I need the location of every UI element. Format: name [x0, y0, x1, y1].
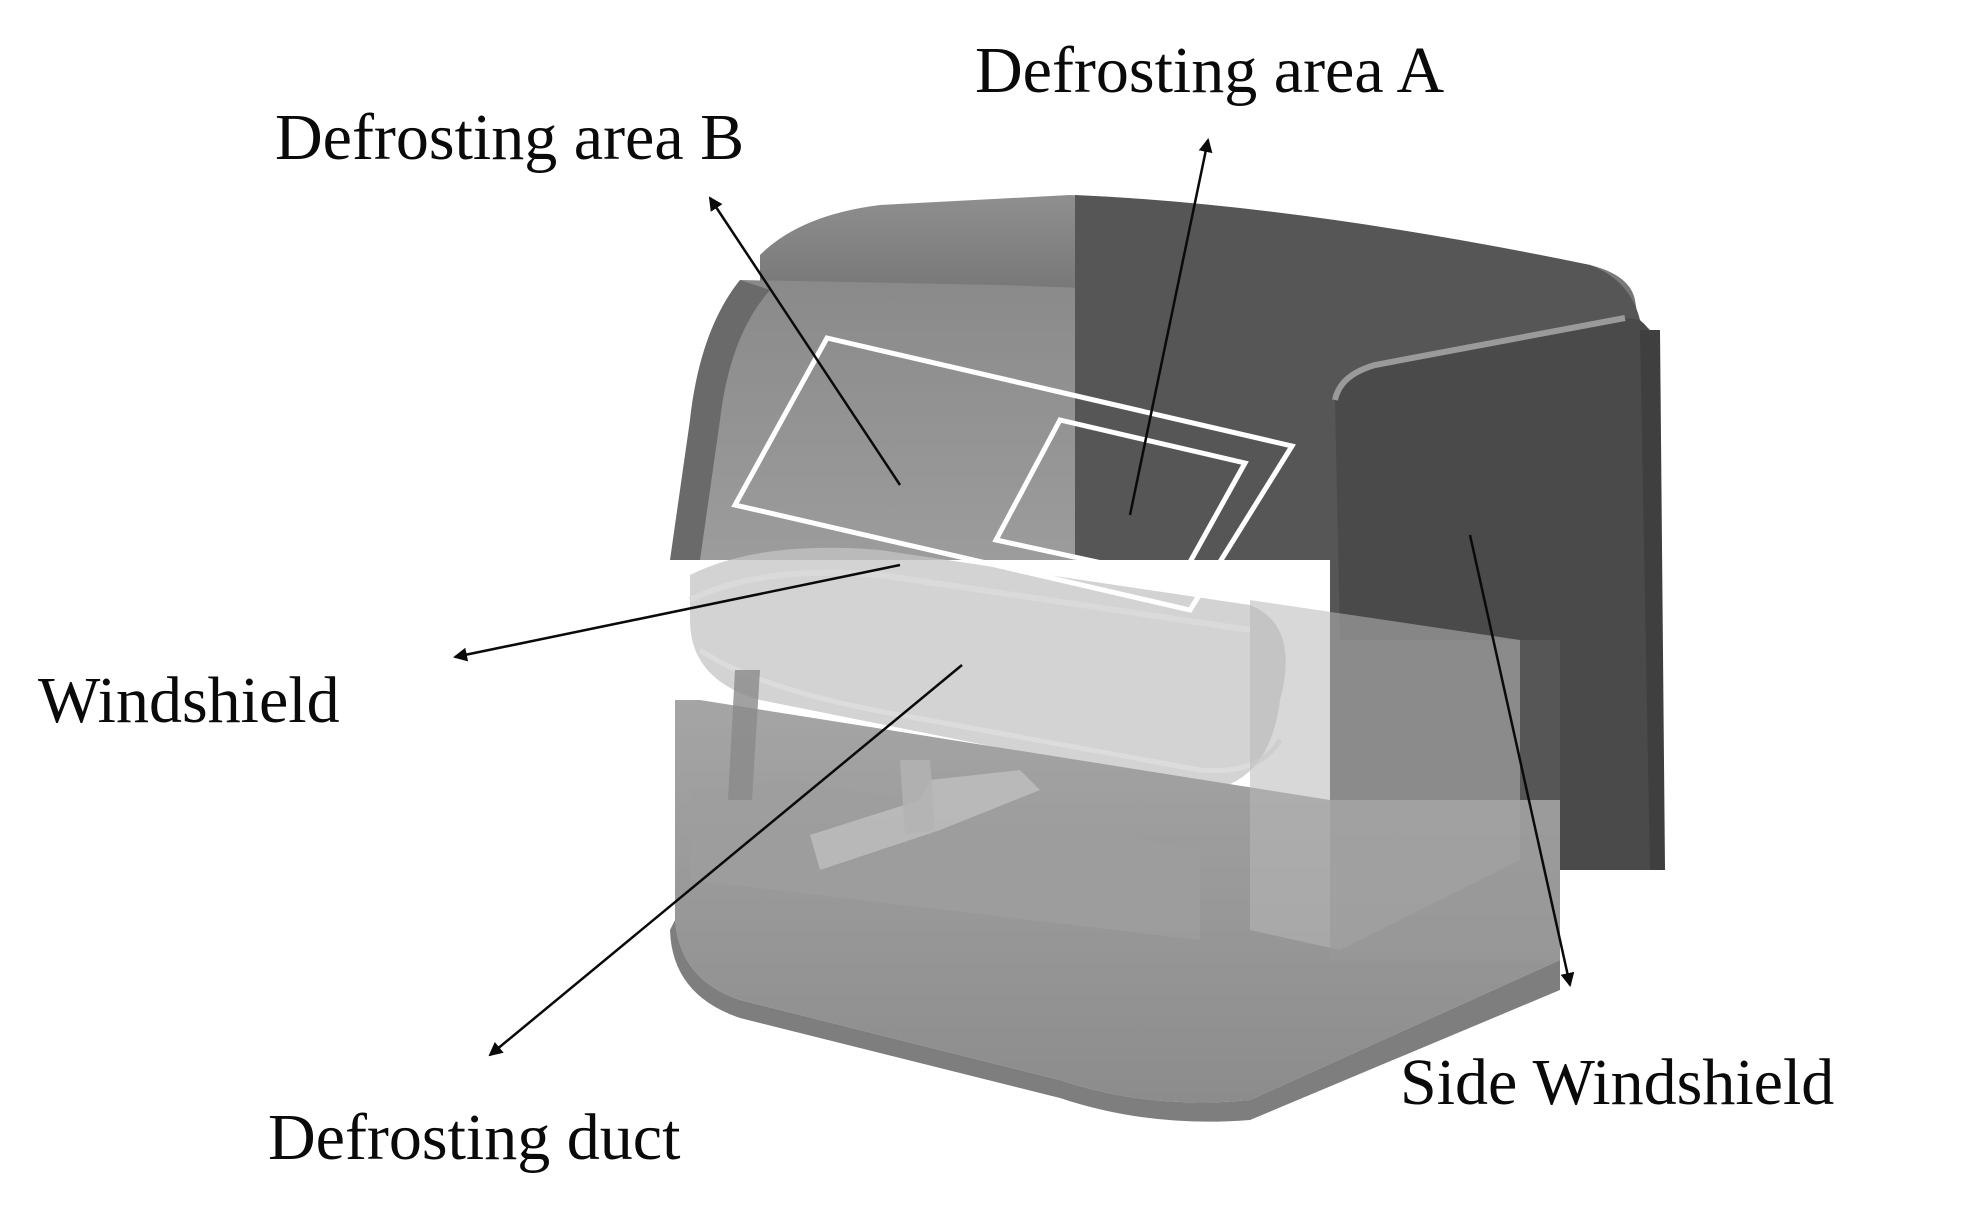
defrosting-area-a-outline — [992, 417, 1249, 583]
side-windshield-frame — [1332, 315, 1626, 401]
arrow-defrosting-area-b — [708, 196, 902, 486]
duct-post — [900, 760, 935, 835]
label-defrosting-area-a: Defrosting area A — [975, 34, 1445, 107]
label-defrosting-area-b: Defrosting area B — [275, 101, 745, 174]
side-box-lower — [1330, 800, 1560, 960]
defrosting-area-b-outline — [731, 335, 1296, 613]
left-inner-post — [728, 670, 760, 800]
cab-skirt — [670, 920, 1560, 1122]
label-defrosting-duct: Defrosting duct — [268, 1101, 681, 1174]
cab-left-pillar — [670, 280, 770, 560]
label-side-windshield: Side Windshield — [1400, 1046, 1835, 1119]
label-windshield: Windshield — [38, 664, 340, 737]
arrow-defrosting-area-a — [1128, 138, 1213, 516]
arrow-defrosting-duct — [488, 664, 963, 1057]
arrow-windshield — [453, 563, 901, 662]
dashboard-edge — [688, 569, 1251, 633]
side-panel-outer — [1640, 330, 1665, 870]
floor-box — [690, 780, 1200, 940]
dashboard — [690, 547, 1286, 790]
side-windshield-pane — [1335, 317, 1650, 870]
arrow-side-windshield — [1468, 534, 1575, 987]
